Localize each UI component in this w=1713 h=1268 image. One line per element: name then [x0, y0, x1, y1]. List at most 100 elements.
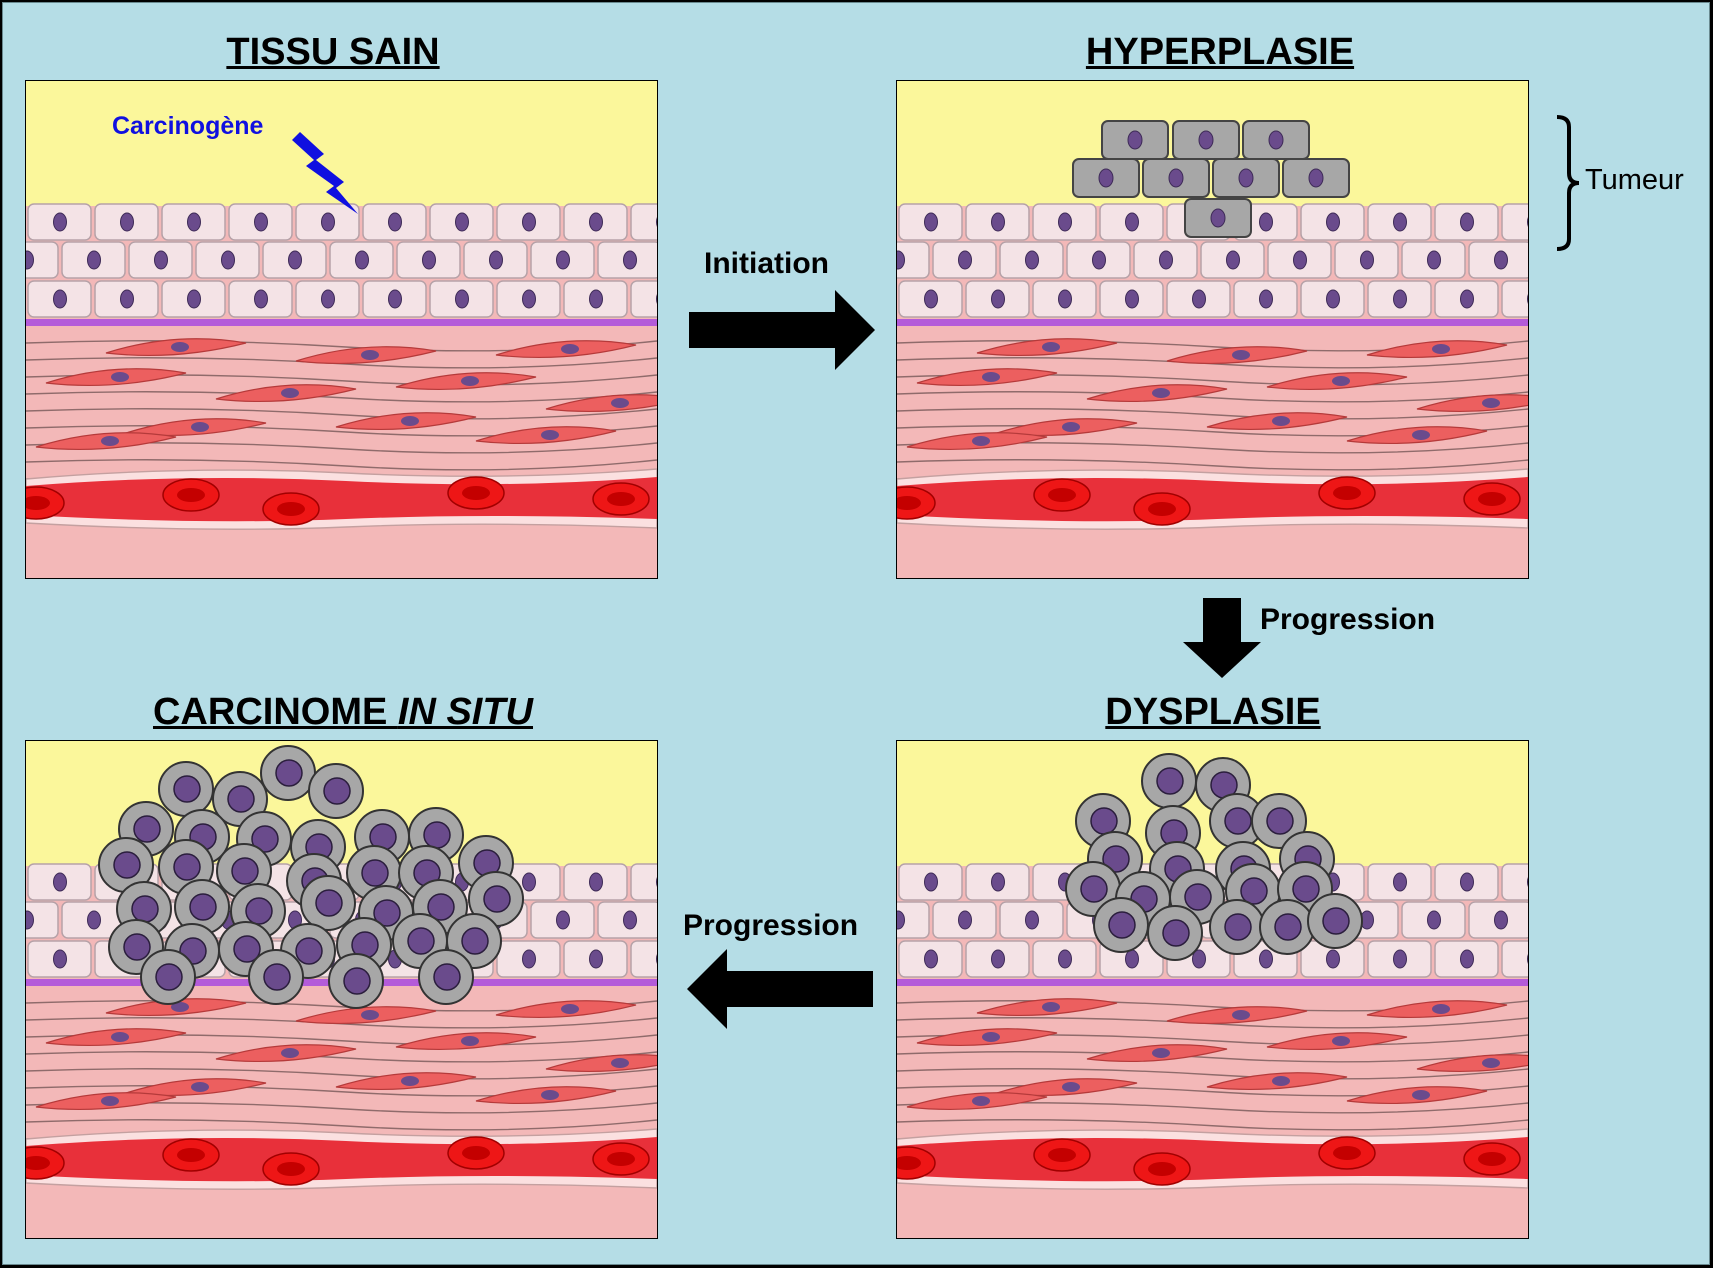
fibroblast-nucleus: [361, 350, 379, 360]
title-healthy-tissue: TISSU SAIN: [226, 31, 440, 73]
fibroblast-nucleus: [611, 1058, 629, 1068]
nucleus: [1125, 289, 1139, 309]
fibroblast-nucleus: [111, 1032, 129, 1042]
nucleus: [1360, 250, 1374, 270]
red-blood-cell-center: [1148, 1162, 1176, 1176]
nucleus: [589, 949, 603, 969]
nucleus: [1527, 217, 1528, 227]
nucleus: [1259, 949, 1273, 969]
nucleus: [1025, 250, 1039, 270]
nucleus: [423, 821, 451, 849]
fibroblast-nucleus: [401, 416, 419, 426]
fibroblast-nucleus: [111, 372, 129, 382]
stroma-fiber: [897, 1017, 1528, 1029]
tissue-illustration: [26, 741, 657, 1190]
fibroblast-nucleus: [972, 1096, 990, 1106]
nucleus: [897, 910, 905, 930]
fibroblast-nucleus: [171, 1002, 189, 1012]
stroma-fiber: [897, 391, 1528, 403]
fibroblast-nucleus: [1272, 1076, 1290, 1086]
nucleus: [958, 250, 972, 270]
nucleus: [173, 853, 201, 881]
nucleus: [924, 872, 938, 892]
nucleus: [924, 212, 938, 232]
nucleus: [1168, 168, 1184, 188]
title-dysplasia: DYSPLASIE: [1105, 691, 1321, 733]
nucleus: [1393, 212, 1407, 232]
title-carcinoma-main: CARCINOME: [152, 691, 398, 733]
progression-label-horizontal: Progression: [683, 909, 859, 942]
fibroblast-nucleus: [1152, 1048, 1170, 1058]
nucleus: [1460, 949, 1474, 969]
nucleus: [1393, 949, 1407, 969]
fibroblast-nucleus: [982, 1032, 1000, 1042]
red-blood-cell-center: [26, 1156, 50, 1170]
nucleus: [275, 759, 303, 787]
stroma-fiber: [26, 1068, 657, 1080]
nucleus: [26, 910, 34, 930]
red-blood-cell-center: [1148, 502, 1176, 516]
nucleus: [1322, 907, 1350, 935]
nucleus: [87, 910, 101, 930]
nucleus: [1266, 807, 1294, 835]
stroma-fiber: [897, 1051, 1528, 1063]
fibroblast-nucleus: [1412, 430, 1430, 440]
nucleus: [455, 212, 469, 232]
nucleus: [589, 212, 603, 232]
nucleus: [1460, 212, 1474, 232]
nucleus: [388, 289, 402, 309]
red-blood-cell-center: [177, 488, 205, 502]
nucleus: [1427, 250, 1441, 270]
fibroblast-nucleus: [1062, 422, 1080, 432]
nucleus: [991, 872, 1005, 892]
epithelial-cell: [630, 203, 657, 241]
nucleus: [1025, 910, 1039, 930]
nucleus: [1326, 212, 1340, 232]
red-blood-cell-center: [177, 1148, 205, 1162]
fibroblast: [545, 394, 657, 413]
epithelial-cell: [26, 901, 59, 939]
nucleus: [623, 910, 637, 930]
nucleus: [522, 289, 536, 309]
nucleus: [295, 937, 323, 965]
nucleus: [343, 967, 371, 995]
fibroblast-nucleus: [1332, 376, 1350, 386]
stroma-fiber: [26, 1119, 657, 1131]
nucleus: [522, 949, 536, 969]
nucleus: [251, 825, 279, 853]
nucleus: [388, 212, 402, 232]
nucleus: [1108, 911, 1136, 939]
nucleus: [1393, 289, 1407, 309]
nucleus: [656, 217, 657, 227]
nucleus: [53, 949, 67, 969]
epithelial-cell: [897, 901, 930, 939]
red-blood-cell-center: [1048, 488, 1076, 502]
blood-vessel: [26, 1137, 657, 1182]
nucleus: [361, 859, 389, 887]
stroma-fiber: [26, 357, 657, 369]
red-blood-cell-center: [277, 1162, 305, 1176]
nucleus: [1326, 289, 1340, 309]
fibroblast-nucleus: [101, 1096, 119, 1106]
nucleus: [522, 872, 536, 892]
basement-membrane: [897, 979, 1528, 986]
nucleus: [53, 872, 67, 892]
fibroblast-nucleus: [561, 344, 579, 354]
nucleus: [288, 250, 302, 270]
lumen-area: [26, 81, 657, 206]
red-blood-cell-center: [607, 1152, 635, 1166]
nucleus: [1159, 250, 1173, 270]
red-blood-cell-center: [1048, 1148, 1076, 1162]
nucleus: [1259, 212, 1273, 232]
fibroblast-nucleus: [611, 398, 629, 408]
nucleus: [254, 289, 268, 309]
nucleus: [173, 775, 201, 803]
stroma-fiber: [26, 1017, 657, 1029]
fibroblast-nucleus: [1042, 342, 1060, 352]
stroma-fiber: [897, 357, 1528, 369]
nucleus: [355, 250, 369, 270]
fibroblast: [1416, 1054, 1528, 1073]
nucleus: [221, 250, 235, 270]
nucleus: [315, 889, 343, 917]
